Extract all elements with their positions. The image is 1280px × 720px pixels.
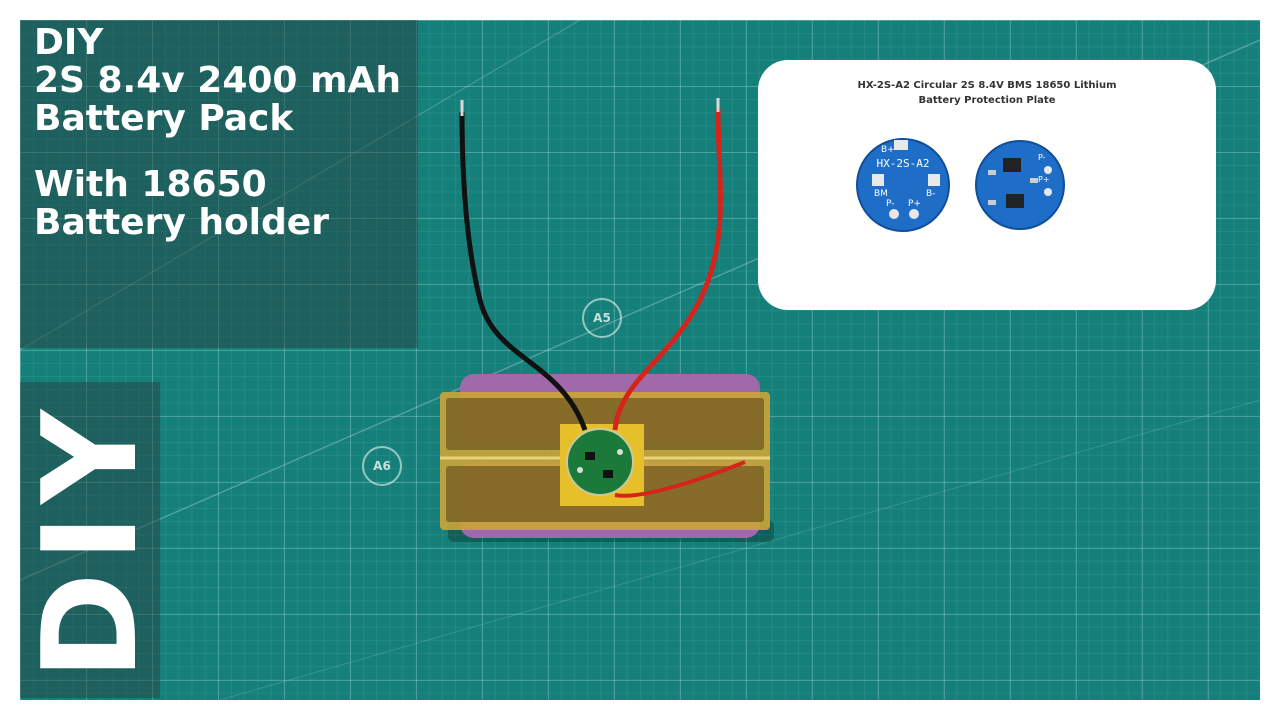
bms-board-illustration: HX-2S-A2 B+ B- BM P- P+ P- P+ [856,138,1065,232]
bms-info-title: HX-2S-A2 Circular 2S 8.4V BMS 18650 Lith… [758,78,1216,108]
bms-board-front: HX-2S-A2 B+ B- BM P- P+ [856,138,950,232]
bms-board-back: P- P+ [975,140,1065,230]
diy-overlay-panel [20,382,160,698]
svg-text:B-: B- [926,189,935,199]
title-overlay-panel [20,20,418,348]
bms-info-title-line2: Battery Protection Plate [918,95,1056,106]
mat-marker-a6: A6 [362,446,402,486]
title-line-spec: 2S 8.4v 2400 mAh [34,60,402,101]
title-line-pack: Battery Pack [34,98,294,139]
wire-red [612,107,723,431]
board-label-front: HX-2S-A2 [877,157,930,170]
bms-info-card: HX-2S-A2 Circular 2S 8.4V BMS 18650 Lith… [758,60,1216,310]
svg-text:P-: P- [886,199,894,209]
title-line-diy: DIY [34,22,104,63]
svg-text:P-: P- [1038,153,1046,162]
bms-board-mounted [566,428,634,496]
svg-text:B+: B+ [881,145,895,155]
svg-text:P+: P+ [1038,175,1050,184]
bms-info-title-line1: HX-2S-A2 Circular 2S 8.4V BMS 18650 Lith… [857,80,1117,91]
subtitle-line-2: Battery holder [34,202,329,243]
svg-text:BM: BM [874,189,888,199]
mat-marker-a5: A5 [582,298,622,338]
svg-text:P+: P+ [908,199,921,209]
subtitle-line-1: With 18650 [34,164,267,205]
vertical-diy-text: DIY [14,399,166,681]
title-block: DIY 2S 8.4v 2400 mAh Battery Pack With 1… [34,24,401,242]
wire-black [459,111,588,431]
